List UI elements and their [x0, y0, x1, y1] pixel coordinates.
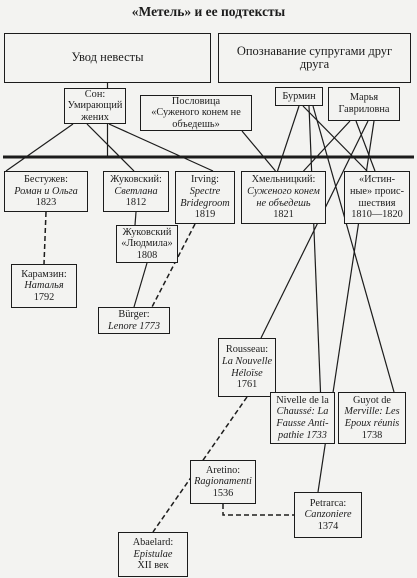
node-text-line: шествия: [358, 197, 396, 209]
node-text-line: Spectre: [189, 185, 221, 197]
node-text-line: Марья: [349, 92, 379, 104]
node-text-line: Роман и Ольга: [14, 185, 78, 197]
node-text-line: Умирающий: [67, 100, 123, 112]
node-uvod-nevesty: Увод невесты: [4, 33, 211, 83]
node-text-line: Merville: Les: [344, 406, 400, 418]
node-text-line: Chaussé: La: [276, 406, 329, 418]
edge-burmin-nivelle: [308, 105, 322, 393]
edge-marya-khmel: [303, 120, 351, 172]
node-text-line: 1812: [125, 197, 147, 209]
node-text-line: Epistulae: [133, 548, 173, 560]
node-text-line: Жуковский:: [110, 174, 162, 186]
node-text-line: 1819: [194, 209, 216, 221]
edge-marya-istin: [355, 120, 376, 172]
node-text-line: Карамзин:: [21, 268, 67, 280]
node-text-line: La Nouvelle: [221, 355, 273, 367]
edge-zhuk_svet-zhuk_lud: [134, 211, 137, 226]
node-text-line: 1792: [33, 291, 55, 303]
node-text-line: Guyot de: [352, 394, 392, 406]
node-text-line: Наталья: [24, 280, 64, 292]
node-zhukovsky-ludmila: Жуковский«Людмила»1808: [116, 225, 178, 263]
node-text-line: 1536: [212, 487, 234, 499]
node-text-line: не объедешь: [256, 197, 311, 209]
node-text-line: Bürger:: [118, 308, 150, 320]
node-burger: Bürger:Lenore 1773: [98, 307, 170, 334]
node-text-line: 1823: [35, 197, 57, 209]
node-text-line: Бестужев:: [24, 174, 68, 186]
node-text-line: Сон:: [84, 88, 106, 100]
node-text-line: Светлана: [114, 185, 158, 197]
node-text-line: «Истин-: [358, 174, 396, 186]
node-text-line: Ragionamenti: [194, 476, 252, 488]
node-text-line: Irving:: [190, 174, 220, 186]
node-text-line: Aretino:: [205, 464, 241, 476]
node-text-line: 1761: [236, 379, 258, 391]
edge-son-zhuk_svet: [86, 123, 135, 172]
node-text-line: Petrarca:: [309, 497, 347, 509]
node-text-line: «Людмила»: [121, 238, 173, 250]
node-text-line: Abaelard:: [132, 537, 174, 549]
node-text-line: 1810—1820: [351, 209, 403, 221]
node-text-line: «Суженого конем не: [151, 107, 241, 119]
edge-zhuk_lud-burger: [133, 262, 148, 308]
edge-burmin-istin: [302, 105, 368, 172]
node-text-line: Nivelle de la: [276, 394, 329, 406]
node-text-line: ные» проис-: [349, 185, 405, 197]
node-text-line: Жуковский: [122, 226, 172, 238]
node-text-line: Lenore 1773: [108, 320, 160, 332]
node-text-line: Бурмин: [282, 90, 316, 102]
node-text-line: pathie 1733: [278, 429, 327, 441]
edge-son-irving: [108, 123, 214, 172]
edge-son-bestuzhev: [5, 123, 74, 172]
node-text-line: 1808: [136, 249, 158, 261]
node-text-line: объедешь»: [172, 118, 220, 130]
node-text-line: Bridegroom: [180, 197, 230, 209]
node-text-line: Суженого конем: [247, 185, 320, 197]
node-text-line: Rousseau:: [225, 344, 269, 356]
edge-marya-rousseau: [260, 120, 369, 339]
node-text-line: Опознавание супругами друг: [236, 43, 393, 58]
node-text-line: 1374: [317, 520, 339, 532]
node-burmin: Бурмин: [275, 87, 323, 106]
node-text-line: 1738: [361, 429, 383, 441]
node-text-line: XII век: [137, 560, 169, 572]
node-text-line: Fausse Anti-: [276, 418, 329, 429]
node-text-line: жених: [81, 111, 109, 123]
node-text-line: Пословица: [171, 95, 221, 107]
node-text-line: Увод невесты: [71, 50, 144, 65]
node-text-line: друга: [299, 57, 330, 71]
node-text-line: Хмельницкий:: [251, 174, 316, 186]
diagram-title: «Метель» и ее подтексты: [131, 4, 286, 19]
edge-poslovica-khmel: [241, 130, 276, 172]
node-text-line: Canzoniere: [304, 509, 352, 521]
edge-aretino-petrarca: [222, 504, 294, 516]
edge-burmin-khmel: [276, 105, 300, 172]
node-text-line: Epoux réunis: [344, 418, 400, 429]
edge-burmin-guyot: [312, 105, 395, 393]
edge-bestuzhev-karamzin: [43, 211, 47, 265]
node-text-line: Héloïse: [231, 367, 263, 379]
node-text-line: 1821: [273, 209, 294, 221]
node-text-line: Гавриловна: [338, 104, 390, 115]
